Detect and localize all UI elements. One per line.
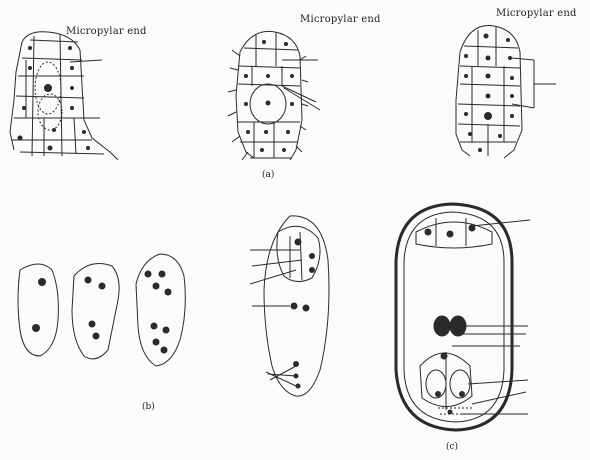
caption-a: (a) [262,170,274,180]
micropylar-end-label-1: Micropylar end [66,26,147,37]
embryo-sac-mature [396,204,512,430]
nucellus-stage-3 [456,26,534,158]
micropylar-end-label-2: Micropylar end [300,14,381,25]
micropylar-end-label-3: Micropylar end [496,8,577,19]
embryo-sac-4-nucleate [72,264,119,359]
embryo-sac-2-nucleate [18,264,58,356]
caption-b: (b) [142,402,155,412]
caption-c: (c) [446,442,458,452]
nucellus-stage-1 [10,32,118,160]
